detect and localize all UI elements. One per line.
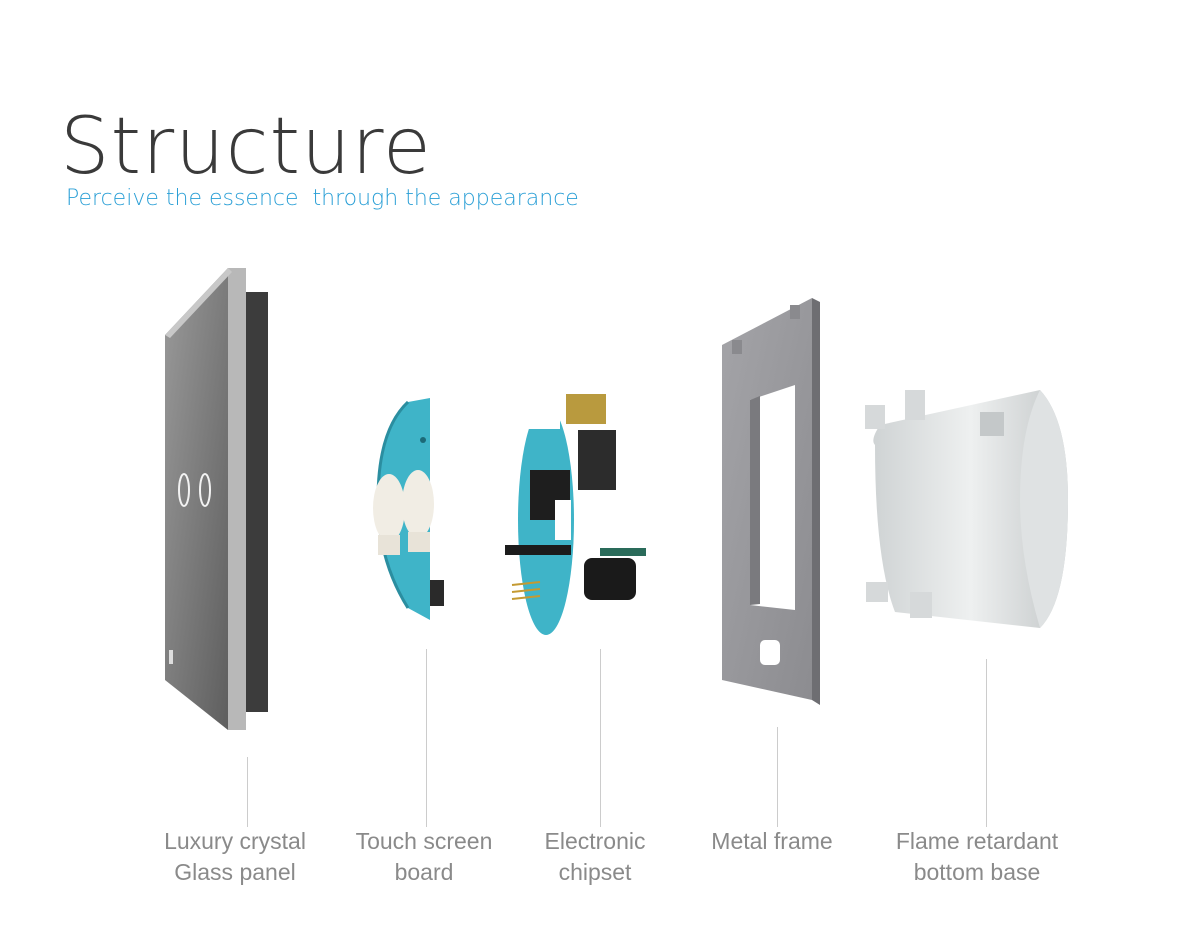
label-line: board [394,859,454,885]
label-line: Glass panel [174,859,296,885]
page-title: Structure [60,102,432,192]
leader-line-bottom-base [986,659,987,827]
glass-panel-icon [165,268,268,730]
page-subtitle: Perceive the essence through the appeara… [66,186,579,211]
label-glass-panel: Luxury crystal Glass panel [145,826,325,888]
label-line: Metal frame [711,828,833,854]
touch-board-icon [373,398,444,620]
label-line: Electronic [544,828,646,854]
label-line: Touch screen [355,828,493,854]
leader-line-chipset [600,649,601,827]
leader-line-touch-board [426,649,427,827]
label-bottom-base: Flame retardant bottom base [867,826,1087,888]
metal-frame-icon [722,298,820,705]
label-line: bottom base [913,859,1041,885]
label-touch-board: Touch screen board [334,826,514,888]
leader-line-metal-frame [777,727,778,827]
label-line: chipset [558,859,632,885]
bottom-base-icon [865,390,1068,628]
chipset-icon [505,394,646,635]
label-line: Luxury crystal [164,828,306,854]
label-line: Flame retardant [895,828,1059,854]
label-metal-frame: Metal frame [682,826,862,857]
leader-line-glass-panel [247,757,248,827]
label-chipset: Electronic chipset [505,826,685,888]
